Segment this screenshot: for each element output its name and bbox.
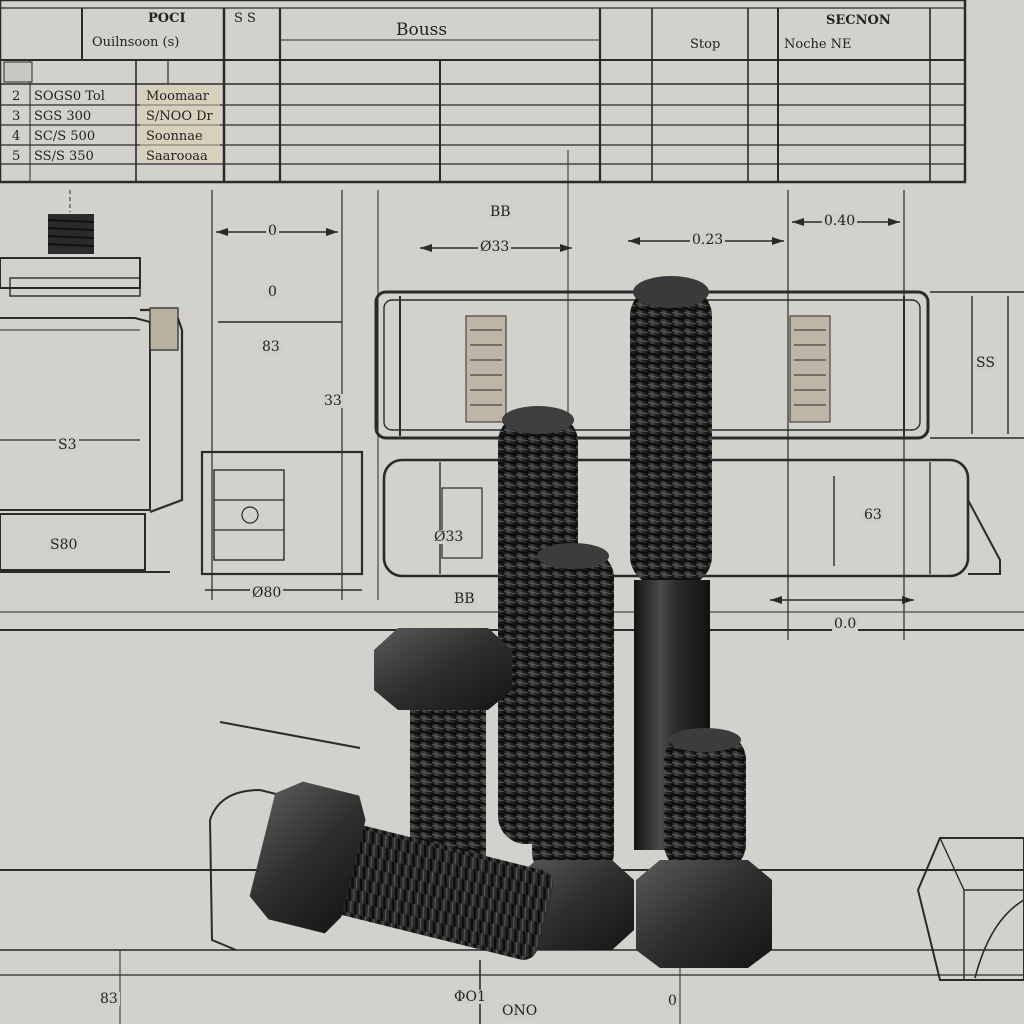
dimension-label: 63 [862,507,884,523]
dimension-label: SS [974,355,997,371]
table-row-code: SOGS0 Tol [34,89,105,104]
dimension-label: ONO [500,1003,540,1019]
dimension-label: 83 [98,991,120,1007]
dimension-label: BB [452,591,477,607]
table-row-num: 5 [12,149,21,164]
title-block-header-mid: Bouss [396,20,448,40]
dimension-label: 0 [266,284,279,300]
table-row-desc: Soonnae [146,129,203,144]
title-block-header-right-sub: Noche NE [784,37,852,52]
table-row-desc: Moomaar [146,89,210,104]
table-row-code: SC/S 500 [34,129,96,144]
table-row-num: 3 [12,109,21,124]
dimension-label: 0 [666,993,679,1009]
table-row-desc: S/NOO Dr [146,109,213,124]
dimension-label: S3 [56,437,79,453]
title-block-header-left: POCI [148,11,186,26]
table-row-code: SGS 300 [34,109,92,124]
dimension-label: Ø33 [432,529,466,545]
dimension-label: 83 [260,339,282,355]
table-row-code: SS/S 350 [34,149,94,164]
table-row-num: 4 [12,129,21,144]
table-row-num: 2 [12,89,21,104]
title-block-small-mark: S S [234,11,256,26]
dimension-label: Ø33 [478,239,512,255]
title-block-header-right: SECNON [826,13,891,28]
title-block-grid [0,0,967,184]
small-bolt-right [636,728,772,968]
title-block-header-left-sub: Ouilnsoon (s) [92,35,180,50]
dimension-label: Ø80 [250,585,284,601]
dimension-label: BB [488,204,513,220]
dimension-label: 0.40 [822,213,858,229]
dimension-label: 0 [266,223,279,239]
dimension-label: 0.0 [832,616,859,632]
dimension-label: S80 [48,537,80,553]
title-block-stop: Stop [690,37,721,52]
left-part-view [0,190,184,573]
dimension-label: 33 [322,393,344,409]
dimension-label: ΦO1 [452,989,488,1005]
lying-hex-bolt [249,781,554,960]
dimension-label: 0.23 [690,232,726,248]
table-row-desc: Saarooaa [146,149,208,164]
